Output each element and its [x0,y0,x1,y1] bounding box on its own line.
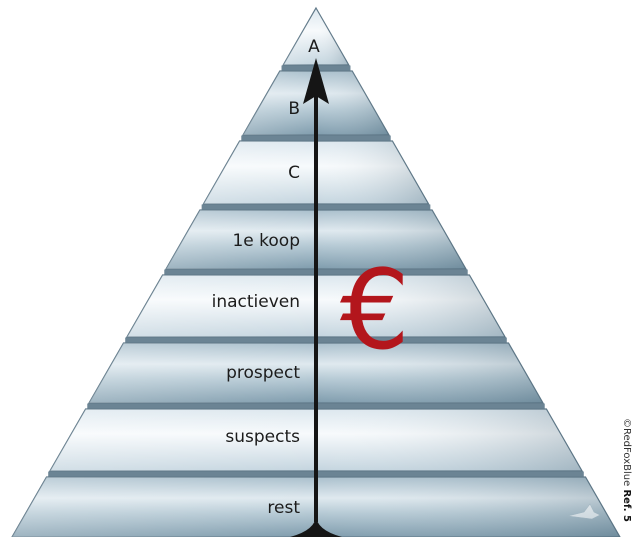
euro-symbol: € [340,246,410,374]
layer-label-6: prospect [226,363,300,383]
layer-label-3: C [288,163,300,183]
layer-label-5: inactieven [212,292,300,312]
pyramid-layer-labels: A B C 1e koop inactieven prospect suspects rest [212,37,321,518]
layer-shading [283,8,349,65]
layer-label-1: A [308,37,320,57]
layer-label-7: suspects [225,427,300,447]
upward-arrow [290,58,342,537]
layer-label-4: 1e koop [232,231,300,251]
copyright-credit: ©RedFoxBlue Ref. 5 [621,418,632,522]
fox-logo-icon [567,503,601,520]
layer-label-2: B [288,99,300,119]
credit-prefix: ©RedFoxBlue [621,418,632,487]
layer-label-8: rest [267,498,300,518]
credit-ref: Ref. 5 [621,489,632,522]
